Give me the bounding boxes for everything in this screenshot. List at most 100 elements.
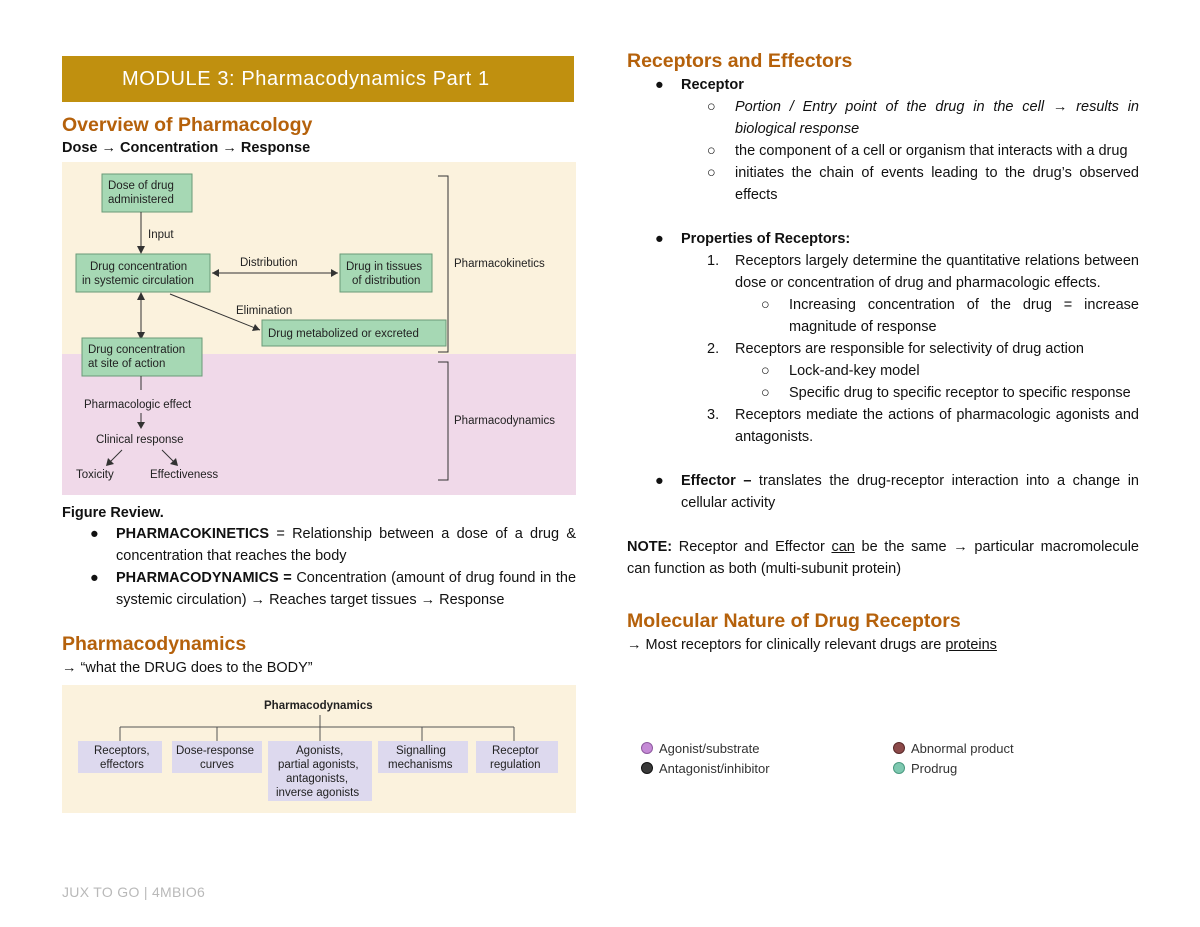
- legend-label: Prodrug: [911, 761, 958, 776]
- list-item: ● Properties of Receptors:: [627, 228, 1139, 250]
- list-item: 3.Receptors mediate the actions of pharm…: [627, 404, 1139, 448]
- page-footer: JUX TO GO | 4MBIO6: [62, 884, 206, 900]
- tree-box-agonists-4: inverse agonists: [276, 787, 359, 799]
- legend-swatch-icon: [893, 742, 905, 754]
- list-item: 2. Receptors are responsible for selectiv…: [627, 338, 1139, 360]
- label-elimination: Elimination: [236, 305, 292, 317]
- pharmacodynamics-heading: Pharmacodynamics: [62, 633, 247, 655]
- list-item: ○Lock-and-key model: [627, 360, 1139, 382]
- note-pre: Receptor and Effector: [672, 539, 832, 555]
- bullet-icon: ●: [655, 231, 664, 247]
- note-post: be the same → particular macromolecule c…: [627, 539, 1139, 577]
- term-pharmacokinetics: PHARMACOKINETICS: [116, 526, 270, 542]
- receptor-item-2: the component of a cell or organism that…: [735, 143, 1128, 159]
- legend-label: Abnormal product: [911, 741, 1014, 756]
- legend-label: Agonist/substrate: [659, 741, 760, 756]
- def-pharmacodynamics: Concentration (amount of drug found in t…: [116, 570, 577, 608]
- legend-swatch-icon: [641, 742, 653, 754]
- label-pharmacologic-effect: Pharmacologic effect: [84, 399, 192, 411]
- tree-box-dose-1: Dose-response: [176, 745, 254, 757]
- pharmacodynamics-tree-figure: Pharmacodynamics Receptors, effectors Do…: [62, 685, 576, 813]
- list-item: ● Receptor: [627, 74, 1139, 96]
- list-item: 1.Receptors largely determine the quanti…: [627, 250, 1139, 294]
- list-item: ○initiates the chain of events leading t…: [627, 162, 1139, 206]
- bullet-icon: ●: [655, 77, 664, 93]
- bullet-icon: ●: [90, 570, 99, 586]
- note-label: NOTE:: [627, 539, 673, 555]
- module-banner: MODULE 3: Pharmacodynamics Part 1: [62, 56, 574, 102]
- list-item: ● Effector – translates the drug-recepto…: [627, 470, 1139, 514]
- list-item: ○ Specific drug to specific receptor to s…: [627, 382, 1139, 404]
- property-2-sub-2: Specific drug to specific receptor to sp…: [789, 385, 1131, 401]
- property-1-sublist: ○Increasing concentration of the drug = …: [627, 294, 1139, 338]
- left-column: MODULE 3: Pharmacodynamics Part 1 Overvi…: [62, 56, 576, 813]
- box-site-line2: at site of action: [88, 358, 165, 370]
- figure-review-list: ● PHARMACOKINETICS = Relationship betwee…: [62, 523, 576, 611]
- molecular-subtitle: → Most receptors for clinically relevant…: [627, 634, 1139, 656]
- circle-bullet-icon: ○: [707, 143, 716, 159]
- effector-list: ● Effector – translates the drug-recepto…: [627, 470, 1139, 514]
- list-item: ● PHARMACOKINETICS = Relationship betwee…: [62, 523, 576, 567]
- molecular-heading: Molecular Nature of Drug Receptors: [627, 610, 961, 632]
- circle-bullet-icon: ○: [707, 99, 716, 115]
- tree-box-regulation-2: regulation: [490, 759, 541, 771]
- tree-box-agonists-3: antagonists,: [286, 773, 348, 785]
- receptor-label: Receptor: [681, 77, 744, 93]
- tree-box-receptors-1: Receptors,: [94, 745, 150, 757]
- label-distribution: Distribution: [240, 257, 298, 269]
- tree-box-regulation-1: Receptor: [492, 745, 539, 757]
- module-title: MODULE 3: Pharmacodynamics Part 1: [122, 67, 490, 90]
- term-pharmacodynamics: PHARMACODYNAMICS =: [116, 570, 292, 586]
- tree-box-signalling-1: Signalling: [396, 745, 446, 757]
- label-clinical-response: Clinical response: [96, 434, 184, 446]
- tree-box-dose-2: curves: [200, 759, 234, 771]
- legend-swatch-icon: [641, 762, 653, 774]
- bullet-icon: ●: [655, 473, 664, 489]
- pharmacodynamics-subtitle: → “what the DRUG does to the BODY”: [62, 660, 313, 676]
- receptor-list: ● Receptor: [627, 74, 1139, 96]
- legend-swatch-icon: [893, 762, 905, 774]
- legend-abnormal-product: Abnormal product: [893, 741, 1014, 756]
- list-item: ○Portion / Entry point of the drug in th…: [627, 96, 1139, 140]
- label-effectiveness: Effectiveness: [150, 469, 218, 481]
- bullet-icon: ●: [90, 526, 99, 542]
- list-item: ○ the component of a cell or organism tha…: [627, 140, 1139, 162]
- tree-box-agonists-1: Agonists,: [296, 745, 343, 757]
- label-pharmacodynamics: Pharmacodynamics: [454, 415, 555, 427]
- circle-bullet-icon: ○: [707, 165, 716, 181]
- note-paragraph: NOTE: Receptor and Effector can be the s…: [627, 536, 1139, 580]
- receptors-effectors-heading: Receptors and Effectors: [627, 50, 853, 72]
- circle-bullet-icon: ○: [761, 297, 770, 313]
- legend-antagonist: Antagonist/inhibitor: [641, 761, 770, 776]
- item-number: 2.: [707, 341, 720, 357]
- molecular-proteins: proteins: [945, 637, 997, 653]
- box-dose-line1: Dose of drug: [108, 180, 174, 192]
- box-tissues-line2: of distribution: [352, 275, 420, 287]
- overview-heading: Overview of Pharmacology: [62, 114, 313, 136]
- label-pharmacokinetics: Pharmacokinetics: [454, 258, 545, 270]
- properties-numbered-list: 1.Receptors largely determine the quanti…: [627, 250, 1139, 294]
- effector-label: Effector –: [681, 473, 752, 489]
- box-metabolized: Drug metabolized or excreted: [268, 328, 419, 340]
- property-2-sublist: ○Lock-and-key model ○ Specific drug to sp…: [627, 360, 1139, 404]
- property-2-sub-1: Lock-and-key model: [789, 363, 920, 379]
- tree-box-signalling-2: mechanisms: [388, 759, 453, 771]
- box-site-line1: Drug concentration: [88, 344, 185, 356]
- label-input: Input: [148, 229, 174, 241]
- note-can: can: [831, 539, 855, 555]
- molecular-pre: → Most receptors for clinically relevant…: [627, 637, 946, 653]
- figure-review-label: Figure Review.: [62, 505, 164, 521]
- label-toxicity: Toxicity: [76, 469, 114, 481]
- pharmacology-overview-figure: Dose of drug administered Input Drug con…: [62, 162, 576, 495]
- circle-bullet-icon: ○: [761, 385, 770, 401]
- def-pharmacokinetics: = Relationship between a dose of a drug …: [116, 526, 576, 564]
- box-tissues-line1: Drug in tissues: [346, 261, 422, 273]
- property-2: Receptors are responsible for selectivit…: [735, 341, 1084, 357]
- tree-box-receptors-2: effectors: [100, 759, 144, 771]
- effector-text: translates the drug-receptor interaction…: [681, 473, 1139, 511]
- tree-root: Pharmacodynamics: [264, 700, 373, 712]
- properties-list: ● Properties of Receptors:: [627, 228, 1139, 250]
- box-conc-line1: Drug concentration: [90, 261, 187, 273]
- properties-numbered-list-3: 3.Receptors mediate the actions of pharm…: [627, 404, 1139, 448]
- properties-numbered-list-2: 2. Receptors are responsible for selectiv…: [627, 338, 1139, 360]
